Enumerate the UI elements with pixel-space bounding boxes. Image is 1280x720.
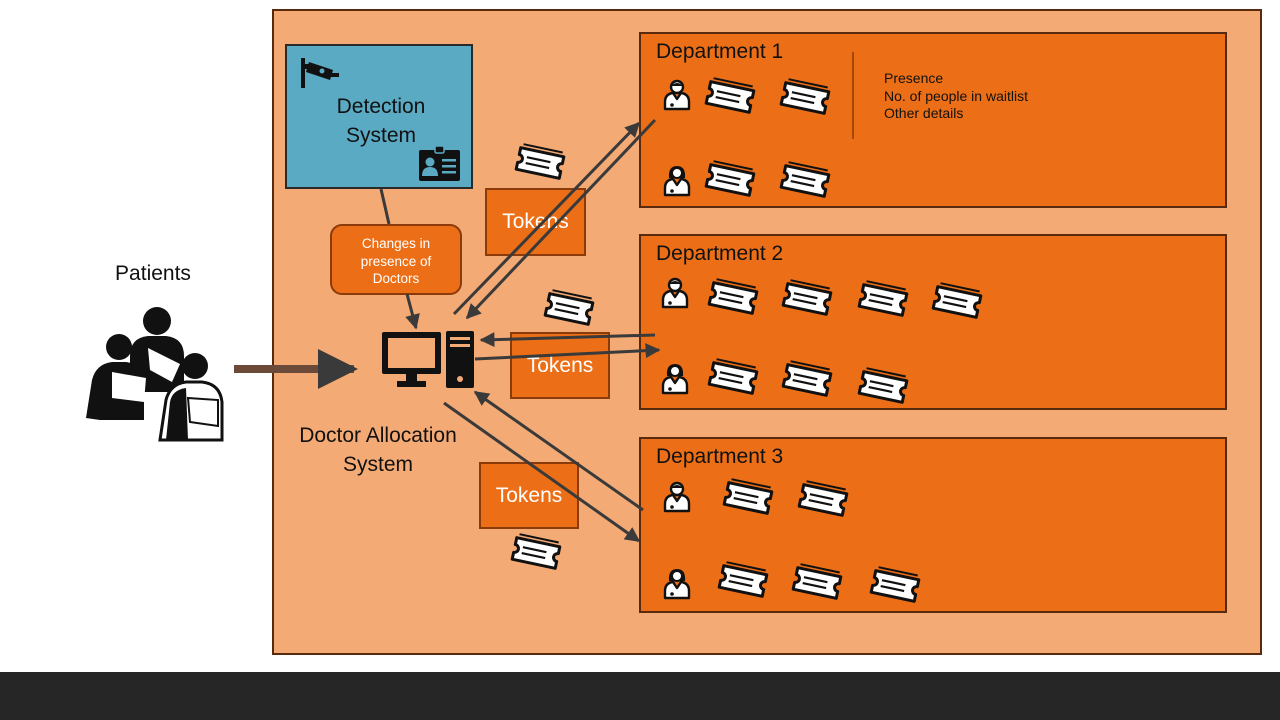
changes-callout: Changes in presence of Doctors: [330, 224, 462, 295]
footer-bar: [0, 672, 1280, 720]
dept3-doctor-icon-2: [663, 567, 691, 600]
dept2-ticket-icon-2: [781, 278, 834, 316]
dept3-doctor-icon-1: [663, 481, 691, 513]
detection-system-title: Detection System: [287, 92, 475, 150]
dept1-doctor-icon-1: [663, 79, 691, 111]
dept1-ticket-icon-4: [779, 160, 832, 198]
arrow-allocation-to-dept1: [452, 121, 641, 316]
dept3-ticket-icon-4: [791, 562, 844, 600]
tokens-2-ticket-icon: [543, 288, 596, 326]
arrow-dept2-to-allocation: [479, 332, 656, 348]
arrow-allocation-to-dept3: [443, 401, 641, 543]
dept3-ticket-icon-1: [722, 477, 775, 515]
tokens-box-2: Tokens: [510, 332, 610, 399]
details-waitlist: No. of people in waitlist: [884, 87, 1028, 104]
patients-group-icon: [86, 307, 224, 442]
department-3-title: Department 3: [656, 445, 784, 468]
arrow-dept1-to-allocation: [465, 118, 657, 320]
connector-detection-to-callout: [379, 188, 391, 225]
dept2-ticket-icon-1: [707, 277, 760, 315]
changes-callout-text: Changes in presence of Doctors: [360, 236, 432, 286]
dept1-ticket-icon-2: [779, 77, 832, 115]
arrow-dept3-to-allocation: [473, 390, 644, 512]
department-1-title: Department 1: [656, 40, 784, 63]
dept2-ticket-icon-5: [707, 357, 760, 395]
cctv-camera-icon: [301, 58, 339, 88]
dept2-doctor-icon-2: [661, 362, 689, 395]
department-details: Presence No. of people in waitlist Other…: [884, 70, 1028, 123]
department-2-title: Department 2: [656, 242, 784, 265]
dept1-ticket-icon-1: [704, 76, 757, 114]
dept2-ticket-icon-6: [781, 359, 834, 397]
details-presence: Presence: [884, 70, 944, 86]
dept2-doctor-icon-1: [661, 277, 689, 309]
tokens-1-ticket-icon: [514, 142, 567, 180]
dept3-ticket-icon-2: [797, 479, 850, 517]
details-other: Other details: [884, 105, 964, 121]
patients-label: Patients: [115, 262, 191, 285]
allocation-system-label: Doctor Allocation System: [299, 424, 457, 476]
arrow-callout-to-allocation: [405, 293, 420, 330]
dept1-ticket-icon-3: [704, 159, 757, 197]
computer-icon: [382, 331, 474, 388]
dept3-ticket-icon-3: [717, 560, 770, 598]
id-card-icon: [419, 145, 460, 181]
arrow-allocation-to-dept2: [474, 343, 661, 361]
dept2-ticket-icon-4: [931, 281, 984, 319]
detection-system-title-text: Detection System: [336, 95, 426, 147]
dept2-ticket-icon-7: [857, 366, 910, 404]
dept3-ticket-icon-5: [869, 565, 922, 603]
dept1-doctor-icon-2: [663, 164, 691, 197]
tokens-3-ticket-icon: [510, 532, 563, 570]
department-2-box: Department 2: [639, 234, 1227, 410]
department-1-box: Department 1: [639, 32, 1227, 208]
dept2-ticket-icon-3: [857, 279, 910, 317]
